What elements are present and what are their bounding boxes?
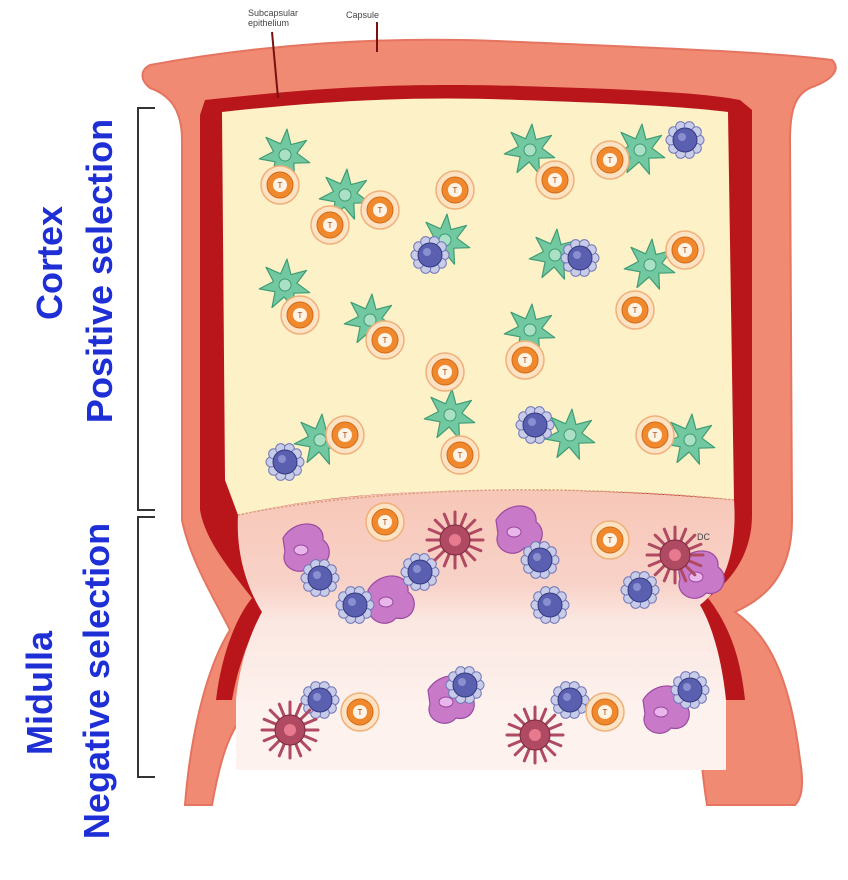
subcapsular-label-line1: Subcapsular — [248, 8, 298, 18]
t-cell-icon: T — [311, 206, 349, 244]
t-cell-icon: T — [366, 321, 404, 359]
t-cell-icon: T — [436, 171, 474, 209]
t-cell-icon: T — [591, 141, 629, 179]
t-cell-icon: T — [666, 231, 704, 269]
thymocyte-icon — [336, 587, 374, 624]
t-cell-letter: T — [298, 311, 303, 320]
negative-selection-label: Negative selection — [76, 491, 118, 871]
t-cell-icon: T — [636, 416, 674, 454]
t-cell-letter: T — [278, 181, 283, 190]
thymocyte-icon — [561, 240, 599, 277]
thymocyte-icon — [666, 122, 704, 159]
dendritic-cell-icon — [427, 512, 483, 568]
thymocyte-icon — [301, 560, 339, 597]
dendritic-cell-icon — [262, 702, 318, 758]
t-cell-icon: T — [361, 191, 399, 229]
t-cell-icon: T — [341, 693, 379, 731]
medulla-bracket — [138, 517, 155, 777]
t-cell-icon: T — [586, 693, 624, 731]
dendritic-cell-icon — [647, 527, 703, 583]
thymocyte-icon — [671, 672, 709, 709]
t-cell-letter: T — [453, 186, 458, 195]
t-cell-letter: T — [553, 176, 558, 185]
cortex-bracket — [138, 108, 155, 510]
thymocyte-icon — [551, 682, 589, 719]
t-cell-letter: T — [608, 536, 613, 545]
thymocyte-icon — [401, 554, 439, 591]
t-cell-icon: T — [366, 503, 404, 541]
t-cell-icon: T — [281, 296, 319, 334]
thymocyte-icon — [621, 572, 659, 609]
dendritic-cell-icon — [507, 707, 563, 763]
t-cell-letter: T — [383, 336, 388, 345]
t-cell-letter: T — [458, 451, 463, 460]
t-cell-letter: T — [378, 206, 383, 215]
t-cell-icon: T — [326, 416, 364, 454]
cortex-label: Cortex — [29, 193, 71, 333]
t-cell-icon: T — [536, 161, 574, 199]
thymocyte-icon — [446, 667, 484, 704]
thymocyte-icon — [521, 542, 559, 579]
t-cell-letter: T — [683, 246, 688, 255]
t-cell-letter: T — [343, 431, 348, 440]
medulla-region — [236, 490, 735, 700]
capsule-label: Capsule — [346, 10, 379, 20]
t-cell-icon: T — [506, 341, 544, 379]
t-cell-letter: T — [608, 156, 613, 165]
t-cell-icon: T — [426, 353, 464, 391]
thymocyte-icon — [531, 587, 569, 624]
t-cell-letter: T — [603, 708, 608, 717]
dc-label: DC — [697, 532, 710, 542]
t-cell-icon: T — [616, 291, 654, 329]
medulla-label: Midulla — [19, 618, 61, 768]
thymocyte-icon — [516, 407, 554, 444]
t-cell-letter: T — [443, 368, 448, 377]
t-cell-letter: T — [633, 306, 638, 315]
thymocyte-icon — [266, 444, 304, 481]
t-cell-icon: T — [441, 436, 479, 474]
t-cell-letter: T — [653, 431, 658, 440]
positive-selection-label: Positive selection — [79, 81, 121, 461]
t-cell-icon: T — [261, 166, 299, 204]
thymocyte-icon — [411, 237, 449, 274]
subcapsular-label-line2: epithelium — [248, 18, 298, 28]
t-cell-letter: T — [358, 708, 363, 717]
subcapsular-label: Subcapsular epithelium — [248, 8, 298, 28]
t-cell-letter: T — [523, 356, 528, 365]
t-cell-letter: T — [383, 518, 388, 527]
t-cell-icon: T — [591, 521, 629, 559]
t-cell-letter: T — [328, 221, 333, 230]
